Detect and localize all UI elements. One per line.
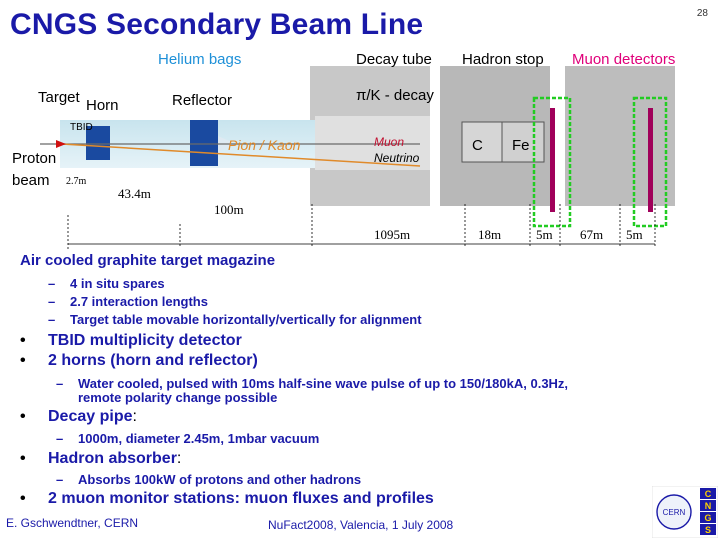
decay-pipe-sub: –1000m, diameter 2.45m, 1mbar vacuum — [56, 431, 320, 446]
muon-detector-2-box — [632, 96, 668, 228]
hadron-sub: –Absorbs 100kW of protons and other hadr… — [56, 472, 362, 487]
horns-sub-1-text: Water cooled, pulsed with 10ms half-sine… — [78, 376, 569, 391]
bullet-tbid-text: TBID multiplicity detector — [48, 332, 242, 349]
cern-logo-icon — [656, 494, 692, 530]
label-muon-detectors: Muon detectors — [572, 51, 675, 68]
footer-event: NuFact2008, Valencia, 1 July 2008 — [268, 518, 454, 532]
bullet-hadron-colon: : — [176, 450, 182, 467]
target-point-1: –4 in situ spares — [48, 276, 165, 291]
target-point-2-text: 2.7 interaction lengths — [70, 294, 208, 309]
label-pi-k-decay: π/K - decay — [356, 87, 434, 104]
label-hadron-stop: Hadron stop — [462, 51, 544, 68]
bullet-decay-pipe: •Decay pipe: — [20, 408, 137, 425]
label-c: C — [472, 137, 483, 154]
bullet-muon: •2 muon monitor stations: muon fluxes an… — [20, 490, 434, 507]
label-helium-bags: Helium bags — [158, 51, 241, 68]
distance-d6: 5m — [536, 227, 553, 242]
section-heading: Air cooled graphite target magazine — [20, 252, 276, 269]
proton-beam-arrow — [56, 140, 66, 148]
distance-d2: 43.4m — [118, 186, 151, 201]
label-pion-kaon: Pion / Kaon — [228, 137, 301, 153]
horns-sub-1: –Water cooled, pulsed with 10ms half-sin… — [56, 376, 569, 391]
muon-detector-1 — [550, 108, 555, 212]
shield-block-3 — [565, 66, 675, 206]
distance-d1: 2.7m — [66, 176, 87, 187]
cngs-cern-logo: CERN C N G S — [652, 486, 718, 538]
decay-pipe-sub-text: 1000m, diameter 2.45m, 1mbar vacuum — [78, 431, 320, 446]
logo-letter-g: G — [704, 513, 711, 523]
muon-detector-1-box — [532, 96, 572, 228]
distance-d4: 1095m — [374, 227, 410, 242]
target-point-1-text: 4 in situ spares — [70, 276, 165, 291]
reflector-body — [190, 120, 218, 166]
hadron-stop-iron — [501, 121, 545, 163]
horns-sub-2: remote polarity change possible — [78, 390, 278, 405]
logo-letter-box-c — [700, 488, 716, 499]
bullet-muon-text: 2 muon monitor stations — [48, 490, 235, 507]
distance-d5: 18m — [478, 227, 501, 242]
page-number: 28 — [696, 8, 708, 19]
logo-letter-n: N — [705, 501, 712, 511]
label-muon: Muon — [374, 135, 404, 149]
bullet-horns: •2 horns (horn and reflector) — [20, 352, 258, 369]
target-point-2: –2.7 interaction lengths — [48, 294, 208, 309]
beam-line-diagram: Helium bags Decay tube Hadron stop Muon … — [12, 51, 675, 250]
hadron-stop-graphite — [461, 121, 503, 163]
label-neutrino: Neutrino — [374, 151, 420, 165]
bullet-decay-pipe-colon: : — [132, 408, 137, 425]
label-fe: Fe — [512, 137, 530, 154]
logo-letter-box-g — [700, 512, 716, 523]
logo-letter-s: S — [705, 525, 711, 535]
label-target: Target — [38, 89, 81, 106]
label-tbid: TBID — [70, 122, 93, 133]
bullet-decay-pipe-text: Decay pipe — [48, 408, 133, 425]
distance-d3: 100m — [214, 202, 244, 217]
bullet-hadron-text: Hadron absorber — [48, 450, 177, 467]
logo-letter-box-n — [700, 500, 716, 511]
target-point-3: –Target table movable horizontally/verti… — [48, 312, 422, 327]
label-decay-tube: Decay tube — [356, 51, 432, 68]
pion-track — [61, 143, 421, 167]
distance-d8: 5m — [626, 227, 643, 242]
label-horn: Horn — [86, 97, 119, 114]
slide-title: CNGS Secondary Beam Line — [10, 8, 424, 41]
target-point-3-text: Target table movable horizontally/vertic… — [70, 312, 422, 327]
distance-d7: 67m — [580, 227, 603, 242]
hadron-sub-text: Absorbs 100kW of protons and other hadro… — [78, 472, 362, 487]
bullet-muon-rest: : muon fluxes and profiles — [234, 490, 434, 507]
bullet-hadron: •Hadron absorber: — [20, 450, 182, 467]
label-proton: Proton — [12, 150, 56, 167]
footer-author: E. Gschwendtner, CERN — [6, 516, 139, 530]
bullet-horns-text: 2 horns (horn and reflector) — [48, 352, 258, 369]
label-beam: beam — [12, 172, 50, 189]
logo-letter-c: C — [705, 489, 712, 499]
logo-cern-text: CERN — [663, 508, 686, 517]
label-reflector: Reflector — [172, 92, 232, 109]
muon-detector-2 — [648, 108, 653, 212]
horn-body — [86, 126, 110, 160]
bullet-tbid: •TBID multiplicity detector — [20, 332, 242, 349]
logo-letter-box-s — [700, 524, 716, 535]
